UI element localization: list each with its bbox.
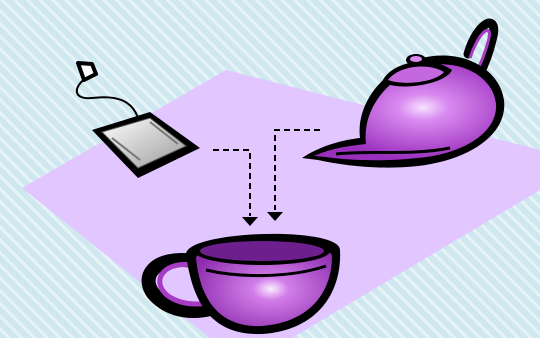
tea-diagram xyxy=(0,0,540,338)
